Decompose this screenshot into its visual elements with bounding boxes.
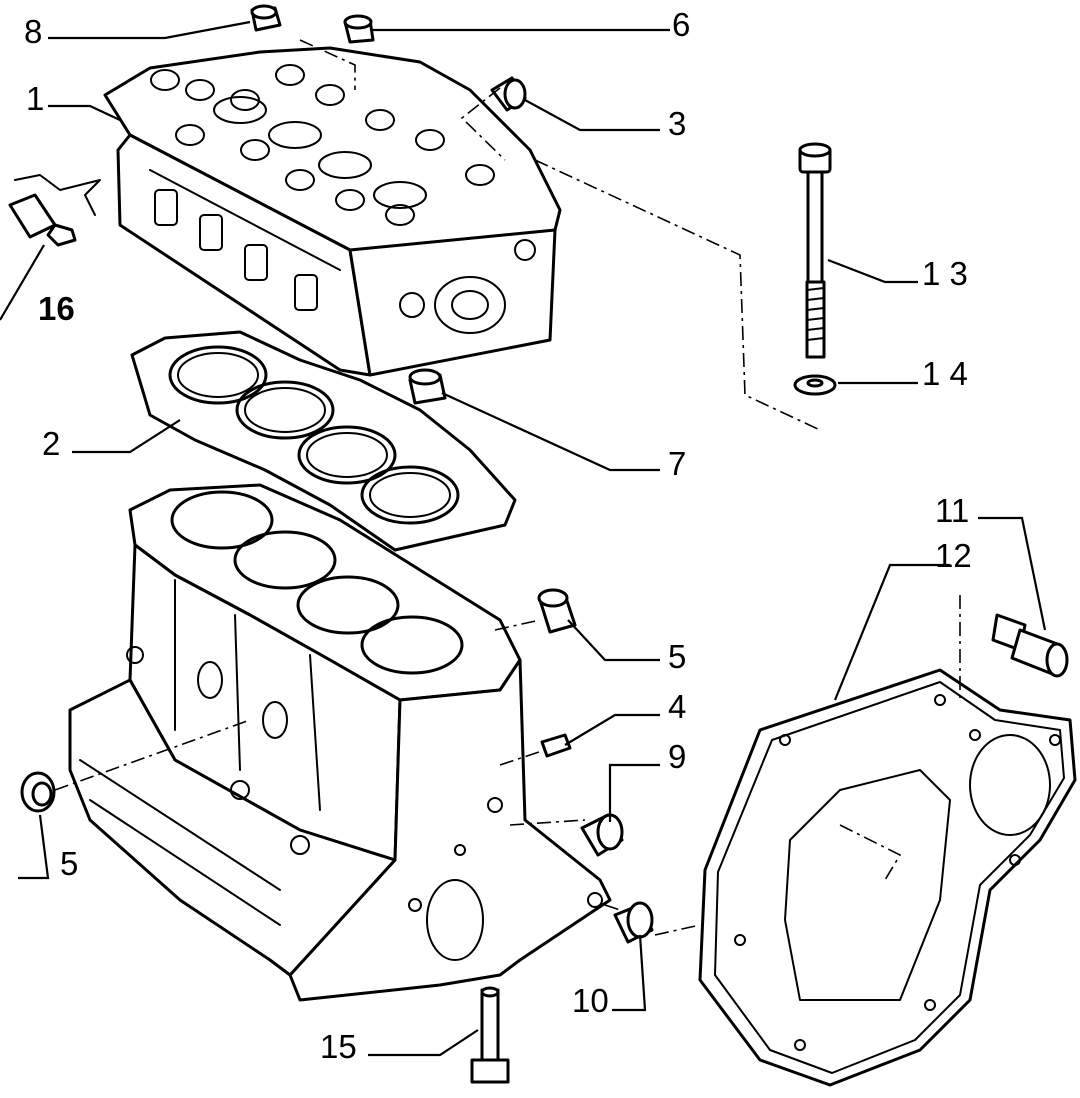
callout-labels: 8 6 1 3 1 3 16 1 4 2 7 11 12 5 4 9 5 10 … bbox=[24, 6, 972, 1065]
head-gasket bbox=[130, 330, 517, 552]
cylinder-head bbox=[103, 46, 562, 377]
callout-3: 3 bbox=[668, 105, 686, 142]
engine-block bbox=[68, 483, 612, 1002]
leader-lines bbox=[0, 20, 1047, 1057]
callout-8: 8 bbox=[24, 13, 42, 50]
callout-14: 1 4 bbox=[922, 355, 968, 392]
callout-15: 15 bbox=[320, 1028, 357, 1065]
callout-13: 1 3 bbox=[922, 255, 968, 292]
callout-9: 9 bbox=[668, 738, 686, 775]
core-plug-5-left bbox=[20, 771, 56, 813]
callout-16: 16 bbox=[38, 290, 75, 327]
callout-1: 1 bbox=[26, 80, 44, 117]
callout-2: 2 bbox=[42, 425, 60, 462]
bolt-11 bbox=[991, 613, 1069, 678]
cover-plate-12 bbox=[698, 668, 1077, 1087]
callout-5-right: 5 bbox=[668, 638, 686, 675]
cap-8 bbox=[250, 4, 282, 32]
callout-10: 10 bbox=[572, 982, 609, 1019]
dowel-4 bbox=[540, 733, 572, 758]
callout-6: 6 bbox=[672, 6, 690, 43]
bushing-9 bbox=[580, 813, 624, 857]
washer-14 bbox=[793, 374, 837, 396]
callout-5-left: 5 bbox=[60, 845, 78, 882]
callout-7: 7 bbox=[668, 445, 686, 482]
bolt-15 bbox=[470, 986, 510, 1084]
callout-12: 12 bbox=[935, 537, 972, 574]
callout-11: 11 bbox=[935, 492, 969, 529]
bushing-10 bbox=[613, 901, 654, 944]
core-plug-5-right bbox=[537, 588, 577, 634]
stud-16 bbox=[8, 174, 101, 247]
sleeve-7 bbox=[408, 368, 447, 405]
head-bolt-13 bbox=[798, 142, 832, 359]
callout-4: 4 bbox=[668, 688, 686, 725]
plug-6 bbox=[343, 14, 375, 44]
plug-3 bbox=[490, 76, 527, 112]
